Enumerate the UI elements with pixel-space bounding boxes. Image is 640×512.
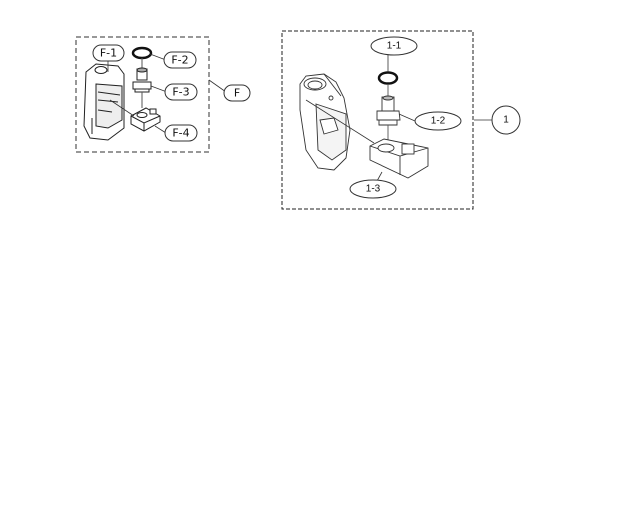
callout-1-1[interactable]: 1-1: [370, 36, 418, 56]
part-f4-plate-drawing: [130, 107, 161, 132]
leader-lines-1: [305, 54, 492, 182]
callout-f2[interactable]: F-2: [163, 51, 197, 69]
assembly-1: 1-1 1-2 1-3 1: [281, 30, 521, 210]
callout-1-assembly-label: 1: [503, 115, 509, 126]
assembly-f: F-1 F-2 F-3 F-4 F: [75, 36, 251, 153]
part-1-1-oring-drawing: [377, 71, 399, 85]
callout-1-2[interactable]: 1-2: [414, 111, 462, 131]
callout-f3[interactable]: F-3: [164, 83, 198, 101]
part-f3-fitting-drawing: [132, 58, 152, 108]
part-1-2-fitting-drawing: [376, 84, 401, 148]
callout-f1-label: F-1: [100, 47, 117, 60]
callout-1-assembly[interactable]: 1: [491, 105, 521, 135]
leader-lines-f: [107, 53, 227, 134]
callout-f2-label: F-2: [171, 54, 188, 67]
callout-1-3[interactable]: 1-3: [349, 179, 397, 199]
part-f1-body-drawing: [83, 63, 125, 141]
callout-f1[interactable]: F-1: [92, 44, 125, 62]
assembly-f-boundary: [75, 36, 210, 153]
callout-f4-label: F-4: [172, 127, 189, 140]
callout-1-1-label: 1-1: [387, 41, 402, 52]
callout-f4[interactable]: F-4: [164, 124, 198, 142]
assembly-1-boundary: [281, 30, 474, 210]
part-body-drawing: [299, 73, 351, 171]
part-f2-oring-drawing: [131, 46, 153, 60]
callout-f-assembly[interactable]: F: [223, 84, 251, 102]
callout-1-2-label: 1-2: [431, 116, 446, 127]
part-1-3-plate-drawing: [369, 138, 429, 179]
callout-1-3-label: 1-3: [366, 184, 381, 195]
callout-f-assembly-label: F: [234, 87, 240, 100]
callout-f3-label: F-3: [172, 86, 189, 99]
